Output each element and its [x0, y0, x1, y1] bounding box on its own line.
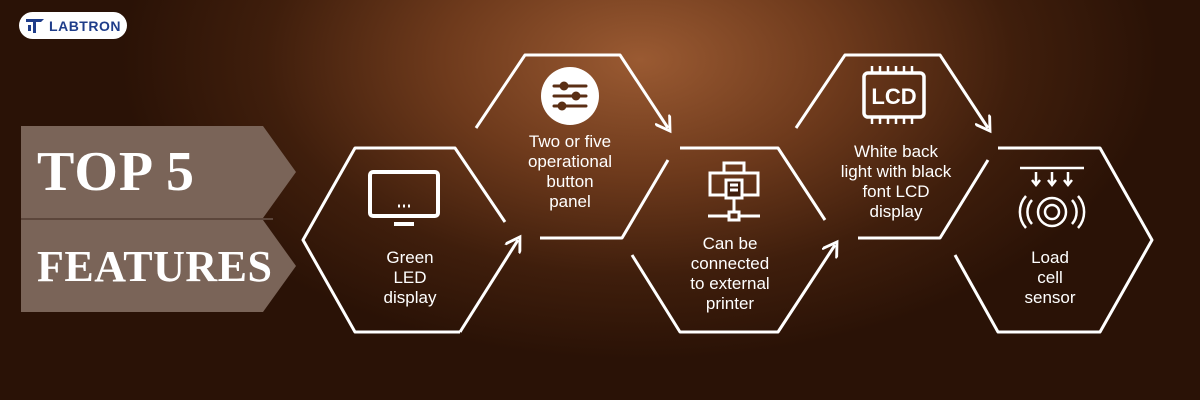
- feature-2-text: Two or five operational button panel: [527, 132, 613, 211]
- brand-logo-text: LABTRON: [49, 17, 121, 34]
- feature-hex-2-bottom: [540, 159, 670, 240]
- svg-text:LCD: LCD: [871, 84, 916, 109]
- feature-1-text: Green LED display: [383, 248, 437, 307]
- feature-hex-3: [680, 146, 827, 221]
- feature-hex-4-bottom: [858, 159, 990, 240]
- feature-hex-1: [301, 146, 507, 334]
- feature-hex-4: [794, 53, 988, 128]
- heading-line2: FEATURES: [37, 241, 273, 291]
- monitor-icon: [368, 170, 440, 226]
- feature-hex-3-bottom: [630, 245, 835, 334]
- sliders-icon: [541, 67, 599, 125]
- load-cell-sensor-icon: [1018, 166, 1086, 229]
- feature-5-text: Load cell sensor: [1024, 248, 1076, 307]
- feature-4-text: White back light with black font LCD dis…: [840, 142, 952, 221]
- network-printer-icon: [708, 161, 760, 222]
- banner-divider: [21, 218, 273, 220]
- heading-banner-top: TOP 5: [21, 126, 296, 218]
- heading-banner-bottom: FEATURES: [21, 220, 296, 312]
- lcd-icon: LCD: [862, 66, 926, 124]
- heading-line1: TOP 5: [37, 141, 196, 203]
- feature-3-text: Can be connected to external printer: [690, 234, 770, 313]
- feature-hex-2: [474, 53, 668, 128]
- brand-logo: LABTRON: [19, 12, 127, 39]
- feature-hex-5: [953, 146, 1154, 334]
- arrow-1: [458, 240, 518, 333]
- labtron-mark-icon: [26, 18, 45, 33]
